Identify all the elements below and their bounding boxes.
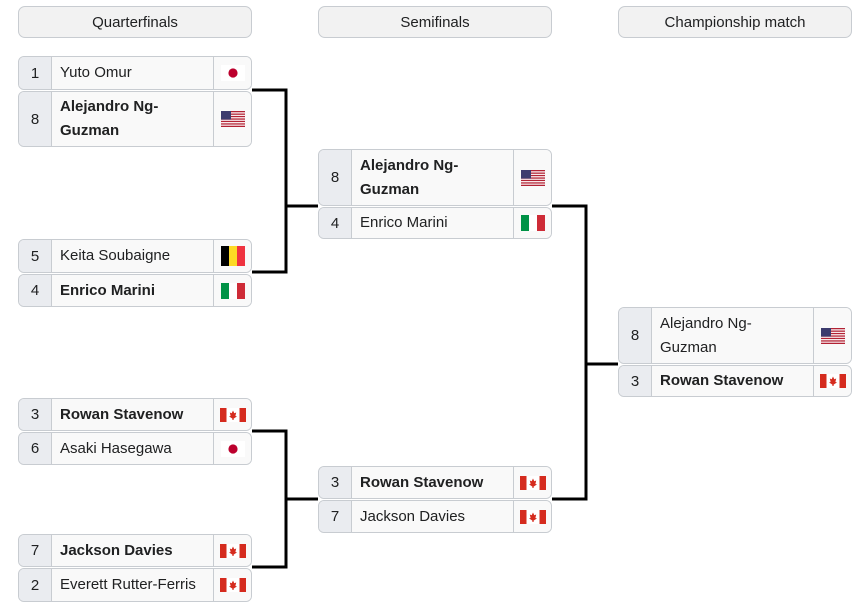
competitor-name: Keita Soubaigne [52,240,213,272]
competitor-name: Asaki Hasegawa [52,433,213,464]
seed: 3 [319,467,352,498]
canada-flag-icon [519,509,546,524]
usa-flag-icon [220,111,245,127]
seed: 7 [19,535,52,566]
seed: 4 [19,275,52,306]
seed: 2 [19,569,52,601]
canada-flag-icon [219,543,246,558]
belgium-flag-icon [220,246,245,266]
competitor-row[interactable]: 2 Everett Rutter-Ferris [18,568,252,602]
competitor-row[interactable]: 6 Asaki Hasegawa [18,432,252,465]
round-header-semifinals: Semifinals [318,6,552,38]
competitor-name: Enrico Marini [352,208,513,238]
competitor-row[interactable]: 7 Jackson Davies [318,500,552,533]
competitor-row[interactable]: 4 Enrico Marini [18,274,252,307]
seed: 8 [619,308,652,363]
japan-flag-icon [220,65,245,81]
competitor-name: Rowan Stavenow [352,467,513,498]
competitor-row[interactable]: 4 Enrico Marini [318,207,552,239]
competitor-row[interactable]: 3 Rowan Stavenow [18,398,252,431]
seed: 8 [319,150,352,205]
competitor-name: Jackson Davies [52,535,213,566]
round-header-quarterfinals: Quarterfinals [18,6,252,38]
competitor-name: Yuto Omur [52,57,213,89]
japan-flag-icon [220,440,245,457]
competitor-row[interactable]: 3 Rowan Stavenow [318,466,552,499]
competitor-name: Alejandro Ng-Guzman [52,92,213,146]
seed: 4 [319,208,352,238]
connector-sf1-final [552,204,618,366]
competitor-row[interactable]: 5 Keita Soubaigne [18,239,252,273]
seed: 1 [19,57,52,89]
round-header-championship: Championship match [618,6,852,38]
seed: 6 [19,433,52,464]
competitor-name: Rowan Stavenow [52,399,213,430]
competitor-row[interactable]: 8 Alejandro Ng-Guzman [18,91,252,147]
canada-flag-icon [219,407,246,422]
competitor-row[interactable]: 8 Alejandro Ng-Guzman [618,307,852,364]
competitor-row[interactable]: 3 Rowan Stavenow [618,365,852,397]
connector-qf4-sf2 [252,499,288,569]
seed: 7 [319,501,352,532]
connector-qf1-sf1 [252,88,318,208]
connector-qf3-sf2 [252,429,318,501]
seed: 3 [619,366,652,396]
seed: 5 [19,240,52,272]
italy-flag-icon [220,282,245,299]
seed: 8 [19,92,52,146]
canada-flag-icon [819,374,846,388]
italy-flag-icon [520,215,545,231]
competitor-row[interactable]: 7 Jackson Davies [18,534,252,567]
competitor-name: Jackson Davies [352,501,513,532]
usa-flag-icon [820,327,845,344]
competitor-name: Enrico Marini [52,275,213,306]
competitor-name: Everett Rutter-Ferris [52,569,213,601]
usa-flag-icon [520,169,545,186]
connector-sf2-final [552,364,588,501]
canada-flag-icon [219,578,246,592]
competitor-name: Alejandro Ng-Guzman [352,150,513,205]
seed: 3 [19,399,52,430]
competitor-name: Rowan Stavenow [652,366,813,396]
competitor-row[interactable]: 1 Yuto Omur [18,56,252,90]
competitor-name: Alejandro Ng-Guzman [652,308,813,363]
canada-flag-icon [519,475,546,490]
connector-qf2-sf1 [252,206,288,274]
competitor-row[interactable]: 8 Alejandro Ng-Guzman [318,149,552,206]
